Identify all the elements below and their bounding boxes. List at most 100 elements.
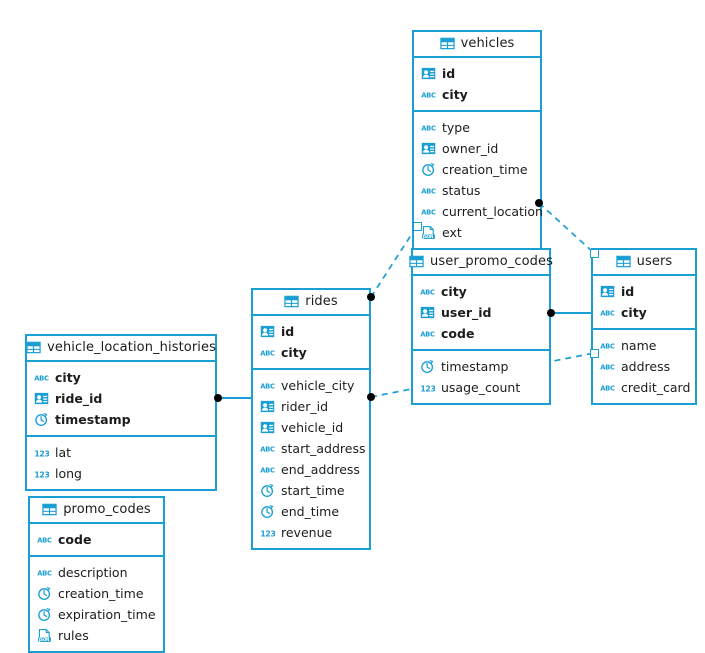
column-name: end_address (281, 462, 360, 477)
column-name: city (442, 87, 468, 102)
column-row[interactable]: ABC name (593, 335, 695, 356)
table-grid-icon (42, 502, 57, 517)
column-name: code (441, 326, 475, 341)
column-row[interactable]: owner_id (414, 138, 540, 159)
column-row[interactable]: timestamp (413, 356, 549, 377)
primary-key-row[interactable]: timestamp (27, 409, 215, 430)
svg-text:123: 123 (420, 384, 435, 393)
svg-text:ABC: ABC (421, 209, 436, 217)
primary-key-row[interactable]: id (414, 63, 540, 84)
table-header-vehicles[interactable]: vehicles (414, 32, 540, 58)
column-name: ext (442, 225, 462, 240)
column-name: description (58, 565, 128, 580)
123-number-icon: 123 (420, 380, 435, 395)
column-name: name (621, 338, 657, 353)
column-name: usage_count (441, 380, 521, 395)
abc-text-icon: ABC (37, 532, 52, 547)
column-row[interactable]: end_time (253, 501, 369, 522)
table-header-user_promo_codes[interactable]: user_promo_codes (409, 250, 553, 276)
clock-icon (260, 483, 275, 498)
svg-text:ABC: ABC (34, 375, 49, 383)
primary-key-row[interactable]: ABC city (27, 367, 215, 388)
svg-text:ABC: ABC (420, 289, 435, 297)
column-name: address (621, 359, 671, 374)
primary-key-row[interactable]: id (593, 281, 695, 302)
svg-text:123: 123 (34, 470, 49, 479)
column-name: city (55, 370, 81, 385)
abc-text-icon: ABC (420, 284, 435, 299)
column-row[interactable]: 123 lat (27, 442, 215, 463)
id-badge-icon (260, 324, 275, 339)
table-header-promo_codes[interactable]: promo_codes (30, 498, 163, 524)
column-row[interactable]: rider_id (253, 396, 369, 417)
abc-text-icon: ABC (600, 338, 615, 353)
svg-text:ABC: ABC (600, 343, 615, 351)
column-row[interactable]: creation_time (30, 583, 163, 604)
column-name: code (58, 532, 92, 547)
column-name: lat (55, 445, 72, 460)
column-row[interactable]: 123 usage_count (413, 377, 549, 398)
clock-icon (260, 504, 275, 519)
table-grid-icon (616, 254, 631, 269)
table-header-rides[interactable]: rides (253, 290, 369, 316)
table-title: users (636, 254, 673, 269)
column-name: user_id (441, 305, 492, 320)
primary-key-row[interactable]: ride_id (27, 388, 215, 409)
primary-key-row[interactable]: user_id (413, 302, 549, 323)
clock-icon (37, 607, 52, 622)
table-header-vehicle_location_histories[interactable]: vehicle_location_histories (26, 336, 216, 362)
json-document-icon: JSON (421, 225, 436, 240)
123-number-icon: 123 (34, 445, 49, 460)
table-title: vehicle_location_histories (47, 340, 216, 355)
table-grid-icon (439, 36, 455, 51)
primary-key-row[interactable]: ABC city (413, 281, 549, 302)
column-row[interactable]: creation_time (414, 159, 540, 180)
abc-text-icon: ABC (600, 380, 615, 395)
primary-key-section-promo_codes: ABC code (30, 524, 163, 557)
relationship-source-dot-rides-to-users (367, 393, 375, 401)
column-name: revenue (281, 525, 333, 540)
relationship-source-dot-vlh-to-rides (214, 394, 222, 402)
column-name: city (441, 284, 467, 299)
primary-key-row[interactable]: id (253, 321, 369, 342)
abc-text-icon: ABC (600, 305, 615, 320)
123-number-icon: 123 (34, 466, 49, 481)
column-row[interactable]: expiration_time (30, 604, 163, 625)
table-header-users[interactable]: users (593, 250, 695, 276)
column-name: start_address (281, 441, 366, 456)
abc-text-icon: ABC (421, 120, 436, 135)
svg-text:ABC: ABC (260, 383, 275, 391)
column-name: creation_time (442, 162, 528, 177)
column-row[interactable]: start_time (253, 480, 369, 501)
abc-text-icon: ABC (421, 183, 436, 198)
table-title: vehicles (460, 36, 515, 51)
primary-key-row[interactable]: ABC code (30, 529, 163, 550)
id-badge-icon (34, 391, 49, 406)
column-row[interactable]: vehicle_id (253, 417, 369, 438)
column-row[interactable]: JSON ext (414, 222, 540, 243)
